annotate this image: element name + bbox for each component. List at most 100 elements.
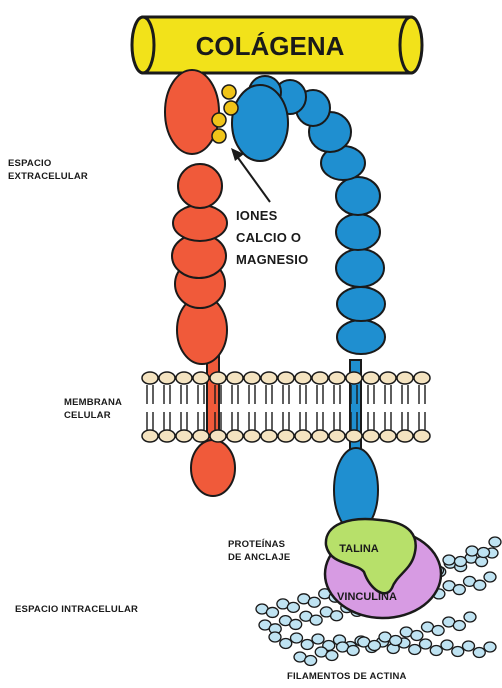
lipid-head: [261, 372, 277, 384]
lipid-head: [397, 430, 413, 442]
blue-segment: [337, 320, 385, 354]
actin-bead: [280, 639, 292, 649]
actin-bead: [368, 641, 380, 651]
actin-bead: [411, 631, 423, 641]
anchor-proteins: TALINA VINCULINA: [325, 519, 441, 618]
actin-bead: [478, 548, 490, 558]
actin-bead: [287, 602, 299, 612]
membrane-line2: CELULAR: [64, 409, 122, 422]
actin-bead: [474, 580, 486, 590]
actin-bead: [420, 639, 432, 649]
actin-bead: [290, 619, 302, 629]
lipid-head: [329, 430, 345, 442]
lipid-head: [295, 430, 311, 442]
actin-bead: [464, 612, 476, 622]
lipid-head: [312, 430, 328, 442]
blue-integrin-chain: [232, 76, 385, 532]
lipid-head: [159, 372, 175, 384]
extracellular-label: ESPACIO EXTRACELULAR: [8, 157, 88, 183]
membrane-label: MEMBRANA CELULAR: [64, 396, 122, 422]
ions-label: IONES CALCIO O MAGNESIO: [236, 205, 308, 271]
ions-line1: IONES: [236, 205, 308, 227]
lipid-head: [278, 430, 294, 442]
actin-bead: [305, 656, 317, 666]
lipid-head: [414, 372, 430, 384]
lipid-head: [193, 372, 209, 384]
lipid-head: [312, 372, 328, 384]
blue-segment: [336, 249, 384, 287]
actin-bead: [310, 615, 322, 625]
red-head: [165, 70, 219, 154]
actin-bead: [463, 641, 475, 651]
lipid-head: [397, 372, 413, 384]
talina-label: TALINA: [339, 543, 379, 555]
anchor-line1: PROTEÍNAS: [228, 538, 290, 551]
collagen-cylinder: COLÁGENA: [132, 17, 422, 73]
lipid-head: [227, 430, 243, 442]
actin-bead: [266, 607, 278, 617]
actin-bead: [347, 646, 359, 656]
actin-bead: [489, 537, 501, 547]
lipid-head: [363, 372, 379, 384]
lipid-head: [159, 430, 175, 442]
actin-bead: [331, 611, 343, 621]
lipid-head: [380, 372, 396, 384]
ions-line3: MAGNESIO: [236, 249, 308, 271]
lipid-head: [346, 430, 362, 442]
lipid-head: [261, 430, 277, 442]
actin-bead: [453, 621, 465, 631]
lipid-head: [346, 372, 362, 384]
actin-bead: [291, 633, 303, 643]
lipid-head: [193, 430, 209, 442]
actin-bead: [443, 555, 455, 565]
actin-bead: [432, 626, 444, 636]
blue-segment: [336, 177, 380, 215]
actin-bead: [473, 648, 485, 658]
lipid-head: [210, 372, 226, 384]
actin-bead: [455, 557, 467, 567]
anchor-line2: DE ANCLAJE: [228, 551, 290, 564]
collagen-title: COLÁGENA: [196, 31, 345, 61]
blue-segment: [337, 287, 385, 321]
extracellular-line2: EXTRACELULAR: [8, 170, 88, 183]
lipid-head: [210, 430, 226, 442]
lipid-head: [244, 430, 260, 442]
lipid-head: [380, 430, 396, 442]
lipid-head: [176, 430, 192, 442]
blue-head: [232, 85, 288, 161]
lipid-head: [176, 372, 192, 384]
actin-bead: [484, 642, 496, 652]
lipid-head: [142, 430, 158, 442]
actin-bead: [301, 640, 313, 650]
actin-bead: [441, 640, 453, 650]
red-segment: [178, 164, 222, 208]
cell-membrane: [142, 372, 430, 442]
actin-bead: [452, 647, 464, 657]
actin-bead: [409, 645, 421, 655]
actin-bead: [453, 585, 465, 595]
blue-segment: [336, 214, 380, 250]
actin-bead: [326, 651, 338, 661]
actin-label: FILAMENTOS DE ACTINA: [287, 670, 407, 683]
lipid-head: [295, 372, 311, 384]
lipid-head: [329, 372, 345, 384]
lipid-head: [278, 372, 294, 384]
red-segment: [173, 205, 227, 241]
actin-bead: [466, 546, 478, 556]
anchor-proteins-label: PROTEÍNAS DE ANCLAJE: [228, 538, 290, 564]
actin-bead: [484, 572, 496, 582]
vinculina-label: VINCULINA: [337, 591, 397, 603]
red-tail: [191, 440, 235, 496]
intracellular-label: ESPACIO INTRACELULAR: [15, 603, 138, 616]
lipid-head: [227, 372, 243, 384]
actin-bead: [476, 557, 488, 567]
actin-bead: [390, 636, 402, 646]
lipid-head: [142, 372, 158, 384]
lipid-head: [363, 430, 379, 442]
membrane-line1: MEMBRANA: [64, 396, 122, 409]
actin-bead: [269, 632, 281, 642]
lipid-head: [244, 372, 260, 384]
extracellular-line1: ESPACIO: [8, 157, 88, 170]
lipid-head: [414, 430, 430, 442]
actin-bead: [430, 646, 442, 656]
